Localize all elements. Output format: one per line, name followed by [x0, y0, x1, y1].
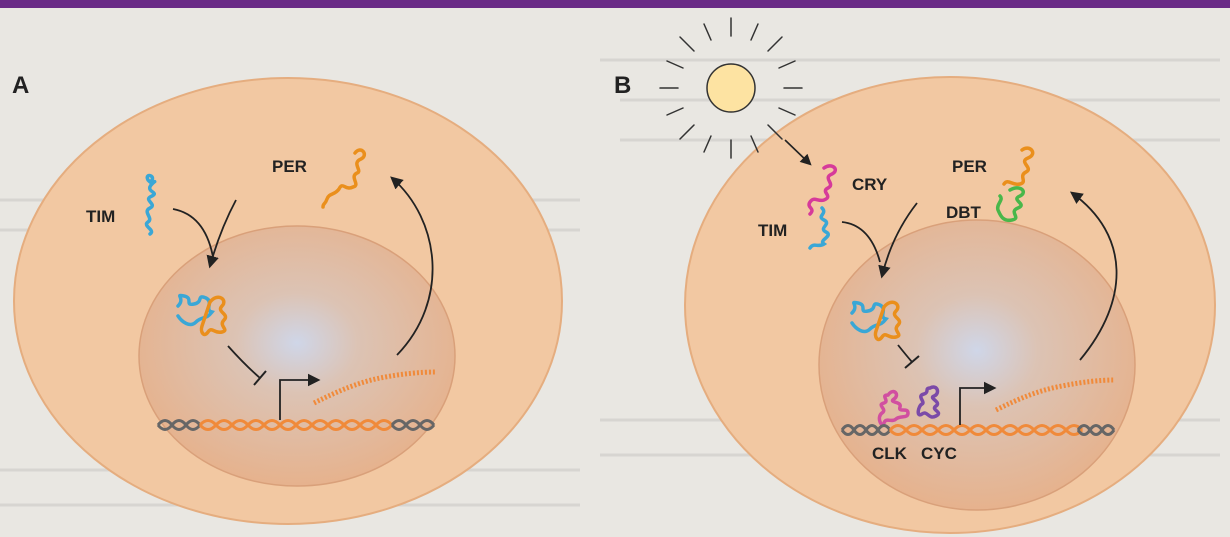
per-label-a: PER	[272, 157, 307, 176]
sun-disc	[707, 64, 755, 112]
panel-a: A TIM PER	[12, 72, 562, 524]
top-strip	[0, 0, 1230, 8]
cry-label-b: CRY	[852, 175, 888, 194]
sun-icon	[660, 18, 802, 158]
tim-label-a: TIM	[86, 207, 115, 226]
cyc-label-b: CYC	[921, 444, 957, 463]
tim-label-b: TIM	[758, 221, 787, 240]
clk-label-b: CLK	[872, 444, 908, 463]
nucleus-b	[819, 220, 1135, 510]
per-label-b: PER	[952, 157, 987, 176]
dbt-label-b: DBT	[946, 203, 982, 222]
panel-a-letter: A	[12, 72, 29, 99]
nucleus-a	[139, 226, 455, 486]
panel-b-letter: B	[614, 72, 631, 99]
